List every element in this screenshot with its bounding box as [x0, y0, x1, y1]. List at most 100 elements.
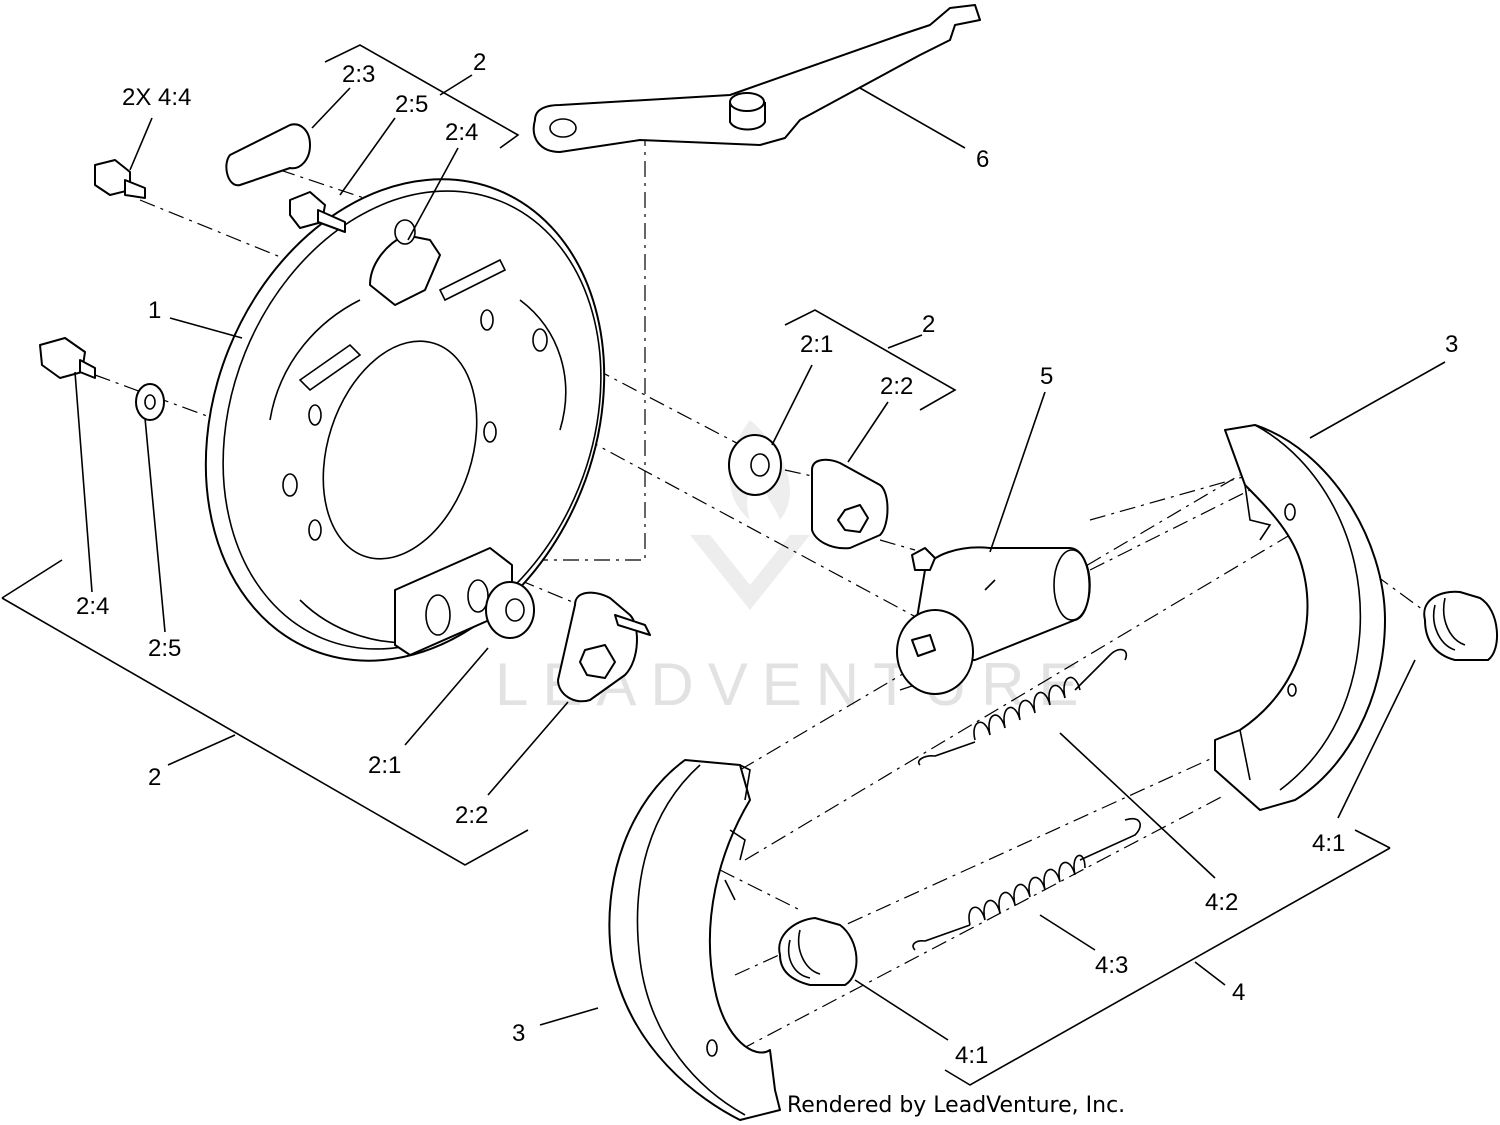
shoe-lining — [608, 759, 781, 1121]
callout-22-mid: 2:2 — [880, 373, 913, 400]
return-spring-upper — [917, 648, 1128, 766]
eccentric-cam — [811, 458, 889, 550]
leader-24-left — [74, 371, 93, 593]
axis-line — [719, 869, 801, 911]
cam-nut — [579, 644, 616, 679]
shoe-web — [724, 764, 751, 901]
cylinder-detail — [984, 579, 996, 591]
backing-plate-hole — [483, 421, 497, 443]
leader-41-low — [854, 979, 949, 1041]
bolt-shank — [79, 359, 96, 379]
axis-line — [734, 699, 1341, 976]
leader-2-left — [167, 734, 236, 766]
leader-21-low — [404, 647, 489, 746]
shoe-hole — [1284, 503, 1296, 521]
backing-plate-hole — [308, 519, 322, 541]
callout-43: 4:3 — [1095, 952, 1128, 979]
axis-line — [94, 374, 301, 451]
backing-plate-hole — [282, 473, 298, 497]
spring-hook — [1074, 648, 1128, 691]
backing-plate-hole — [532, 328, 548, 352]
bracket-2-mid — [784, 309, 957, 411]
axis-line — [139, 199, 301, 266]
callout-2-mid: 2 — [922, 311, 935, 338]
hold-down-cup — [778, 917, 858, 986]
backing-plate-slot — [298, 343, 362, 392]
cylinder-right-end — [1053, 549, 1091, 621]
callout-41-low: 4:1 — [955, 1042, 988, 1069]
callout-labels: 2X 4:4 2:3 2 2:5 2:4 6 1 2:1 2 2:2 5 3 2… — [76, 49, 1458, 1069]
bracket-2-top — [324, 44, 520, 149]
axis-line — [1299, 519, 1431, 616]
backing-plate-center-hole — [322, 340, 478, 560]
backing-plate — [204, 178, 606, 662]
leader-25-top — [339, 117, 396, 196]
spring-coils — [973, 676, 1081, 741]
leader-24-top — [407, 147, 459, 241]
lever-pivot-top — [729, 92, 765, 112]
spring-hook — [917, 741, 976, 766]
hold-down-coils — [1433, 597, 1466, 651]
bleeder-valve — [911, 547, 936, 571]
leader-3-left — [539, 1007, 599, 1026]
leader-2-top — [439, 74, 473, 96]
shoe-hole — [1287, 683, 1297, 697]
backing-plate-hole — [308, 404, 322, 426]
cylinder-piston-slot — [911, 634, 936, 657]
leader-6 — [859, 87, 966, 149]
render-credit: Rendered by LeadVenture, Inc. — [787, 1093, 1125, 1118]
shoe-web — [1239, 484, 1272, 781]
callout-21-mid: 2:1 — [800, 331, 833, 358]
hold-down-spring-left — [778, 917, 858, 986]
leader-1 — [169, 317, 243, 339]
bracket-2-left — [1, 559, 529, 866]
axis-line — [739, 794, 1226, 1051]
bolt-shank — [124, 179, 146, 199]
callout-6: 6 — [976, 146, 989, 173]
shoe-hole — [706, 1039, 718, 1057]
leader-22-mid — [847, 401, 889, 463]
backing-plate-hole — [480, 309, 494, 331]
washer-hole — [505, 598, 525, 622]
hold-down-coils — [788, 929, 821, 979]
parking-lever — [532, 4, 981, 153]
cam-stud — [614, 614, 651, 636]
lever-body — [532, 4, 981, 153]
wheel-cylinder — [896, 546, 1091, 695]
brake-shoe-left — [608, 759, 781, 1121]
leader-4 — [1194, 961, 1226, 986]
leader-22-low — [487, 701, 569, 796]
shoe-lining-edge — [1254, 424, 1362, 791]
hold-down-cup — [1423, 590, 1499, 661]
axis-line — [1089, 474, 1251, 521]
callout-3-right: 3 — [1445, 331, 1458, 358]
leader-25-left — [144, 417, 166, 633]
leader-21-mid — [771, 364, 813, 446]
anchor-boss — [369, 234, 441, 306]
bolt-head — [39, 337, 86, 379]
leader-42 — [1059, 732, 1216, 879]
callout-41-right: 4:1 — [1312, 830, 1345, 857]
callout-2-left: 2 — [148, 764, 161, 791]
leader-43 — [1039, 914, 1096, 951]
spring-hook — [912, 924, 971, 951]
callout-23: 2:3 — [342, 61, 375, 88]
bracket-4 — [944, 829, 1391, 1086]
backing-plate-slot — [438, 258, 507, 302]
callout-1: 1 — [148, 297, 161, 324]
leader-3-right — [1309, 361, 1446, 439]
washer-hole — [144, 394, 156, 410]
callout-22-low: 2:2 — [455, 802, 488, 829]
brake-shoe-right — [1214, 424, 1386, 811]
cam-nut — [837, 504, 869, 533]
callout-3-left: 3 — [512, 1020, 525, 1047]
hardware-center — [485, 434, 889, 703]
callout-4: 4 — [1232, 979, 1245, 1006]
washer-hole — [750, 453, 770, 477]
leader-2-mid — [887, 334, 923, 349]
spring-coils — [968, 854, 1086, 926]
hardware-top — [39, 123, 346, 421]
leader-2x44 — [129, 117, 153, 171]
leader-23 — [311, 87, 351, 129]
